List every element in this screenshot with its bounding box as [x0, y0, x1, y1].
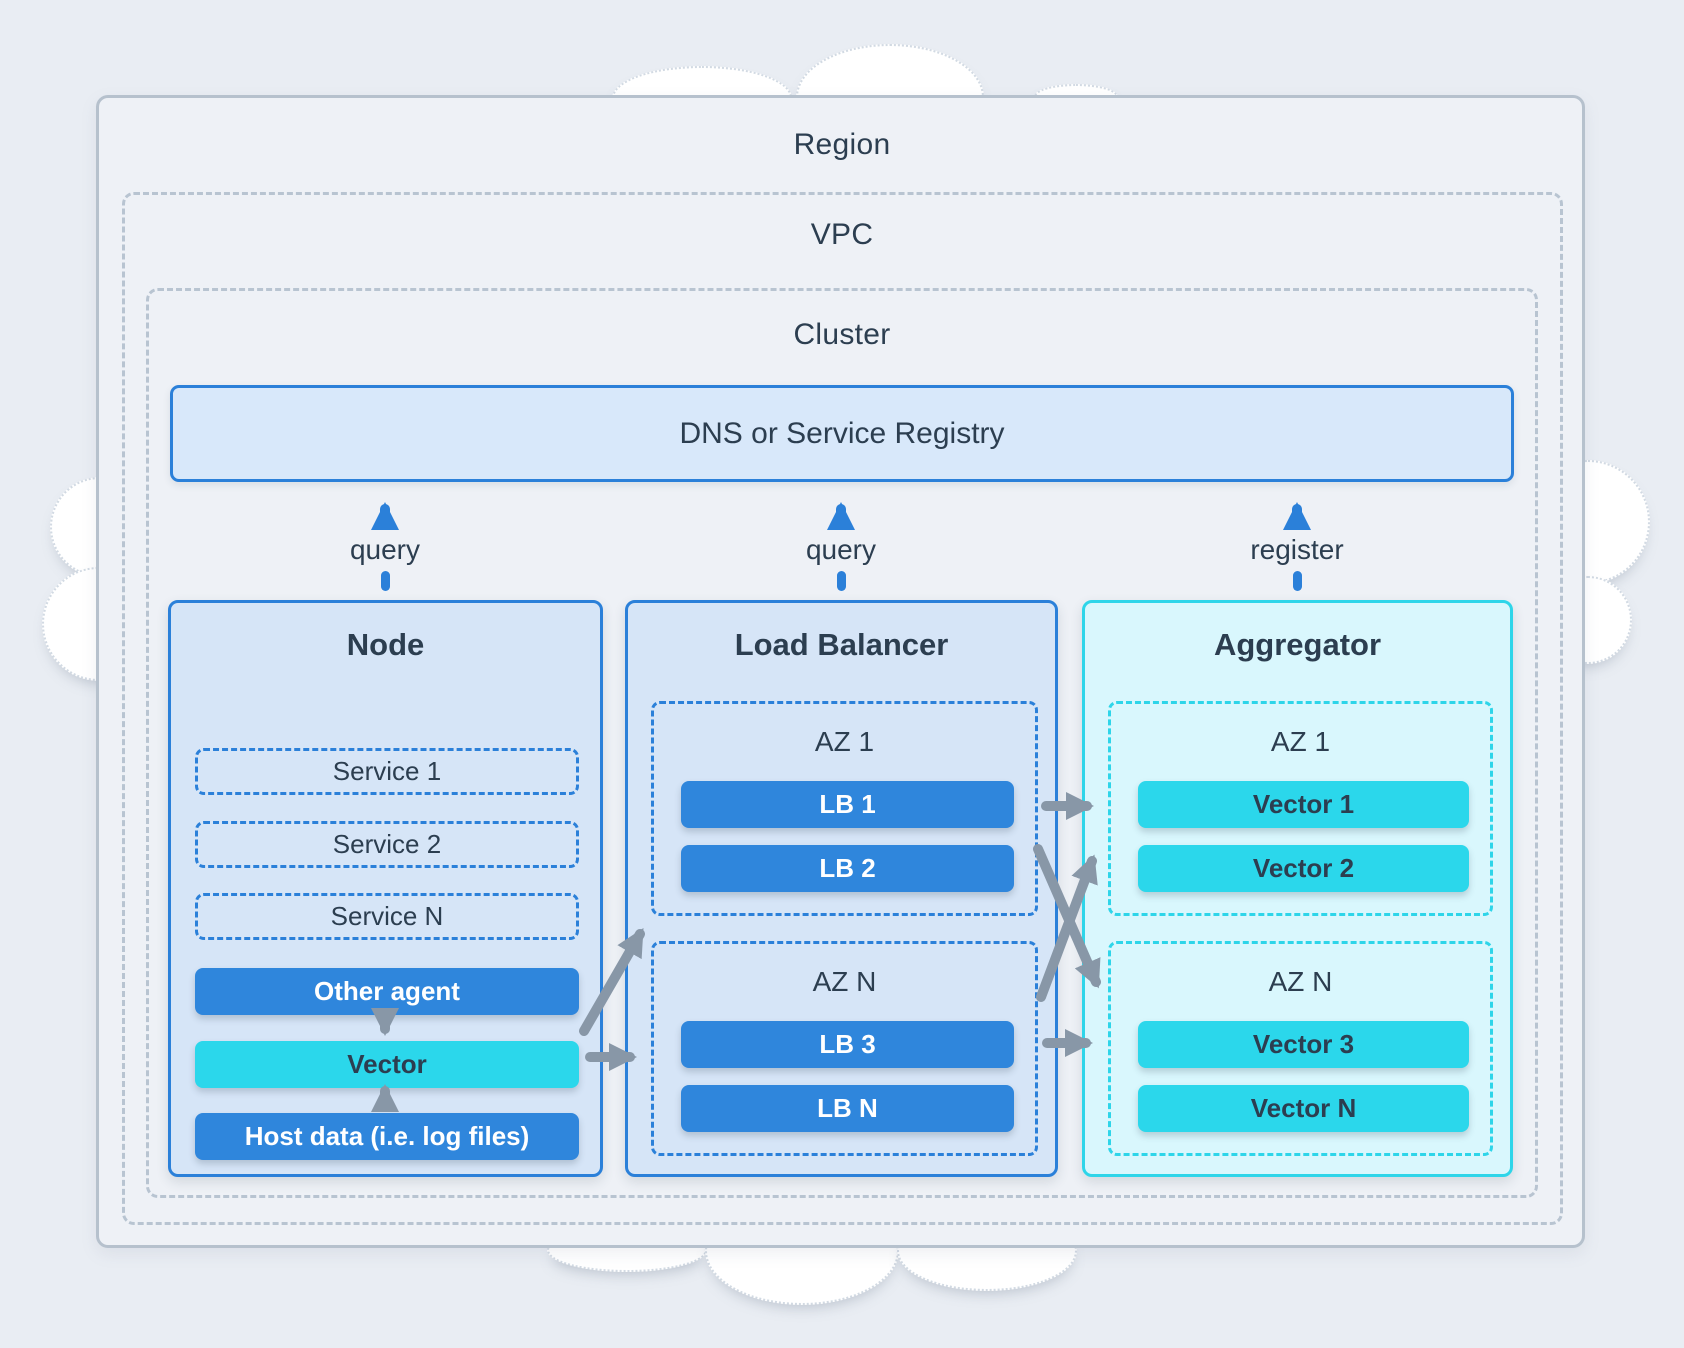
agg-az1-label: AZ 1 [1270, 726, 1331, 757]
agg-azn-label: AZ N [1268, 966, 1333, 997]
other-agent-box: Other agent [195, 968, 579, 1015]
flow-dash-node [381, 571, 390, 591]
lbn-box: LB N [681, 1085, 1014, 1132]
load-balancer-box: Load Balancer AZ 1 LB 1 LB 2 AZ N LB 3 L… [625, 600, 1058, 1177]
node-box: Node Service 1 Service 2 Service N Other… [168, 600, 603, 1177]
region-label: Region [793, 128, 891, 161]
vector3-box: Vector 3 [1138, 1021, 1469, 1068]
vpc-frame [122, 192, 1563, 1225]
service-2-box: Service 2 [195, 821, 579, 868]
lb-az1-label: AZ 1 [814, 726, 875, 757]
host-data-box: Host data (i.e. log files) [195, 1113, 579, 1160]
agg-azn-box: AZ N Vector 3 Vector N [1108, 941, 1493, 1156]
vpc-label: VPC [810, 218, 874, 251]
load-balancer-title: Load Balancer [734, 627, 949, 662]
aggregator-box: Aggregator AZ 1 Vector 1 Vector 2 AZ N V… [1082, 600, 1513, 1177]
vector1-box: Vector 1 [1138, 781, 1469, 828]
lb-az1-box: AZ 1 LB 1 LB 2 [651, 701, 1038, 916]
flow-dash-lb [837, 571, 846, 591]
flow-label-agg-register: register [1250, 534, 1344, 565]
flow-dash-agg [1293, 571, 1302, 591]
aggregator-title: Aggregator [1213, 627, 1382, 662]
lb3-box: LB 3 [681, 1021, 1014, 1068]
lb2-box: LB 2 [681, 845, 1014, 892]
cluster-label: Cluster [793, 318, 891, 351]
flow-label-lb-query: query [805, 534, 877, 565]
service-n-box: Service N [195, 893, 579, 940]
lb-azn-label: AZ N [812, 966, 877, 997]
vector2-box: Vector 2 [1138, 845, 1469, 892]
lb1-box: LB 1 [681, 781, 1014, 828]
cluster-frame [146, 288, 1538, 1198]
agg-az1-box: AZ 1 Vector 1 Vector 2 [1108, 701, 1493, 916]
flow-label-node-query: query [349, 534, 421, 565]
service-1-box: Service 1 [195, 748, 579, 795]
lb-azn-box: AZ N LB 3 LB N [651, 941, 1038, 1156]
vector-agent-box: Vector [195, 1041, 579, 1088]
dns-service-registry-label: DNS or Service Registry [679, 416, 1005, 450]
node-title: Node [346, 627, 425, 662]
vectorn-box: Vector N [1138, 1085, 1469, 1132]
dns-service-registry-box: DNS or Service Registry [170, 385, 1514, 482]
